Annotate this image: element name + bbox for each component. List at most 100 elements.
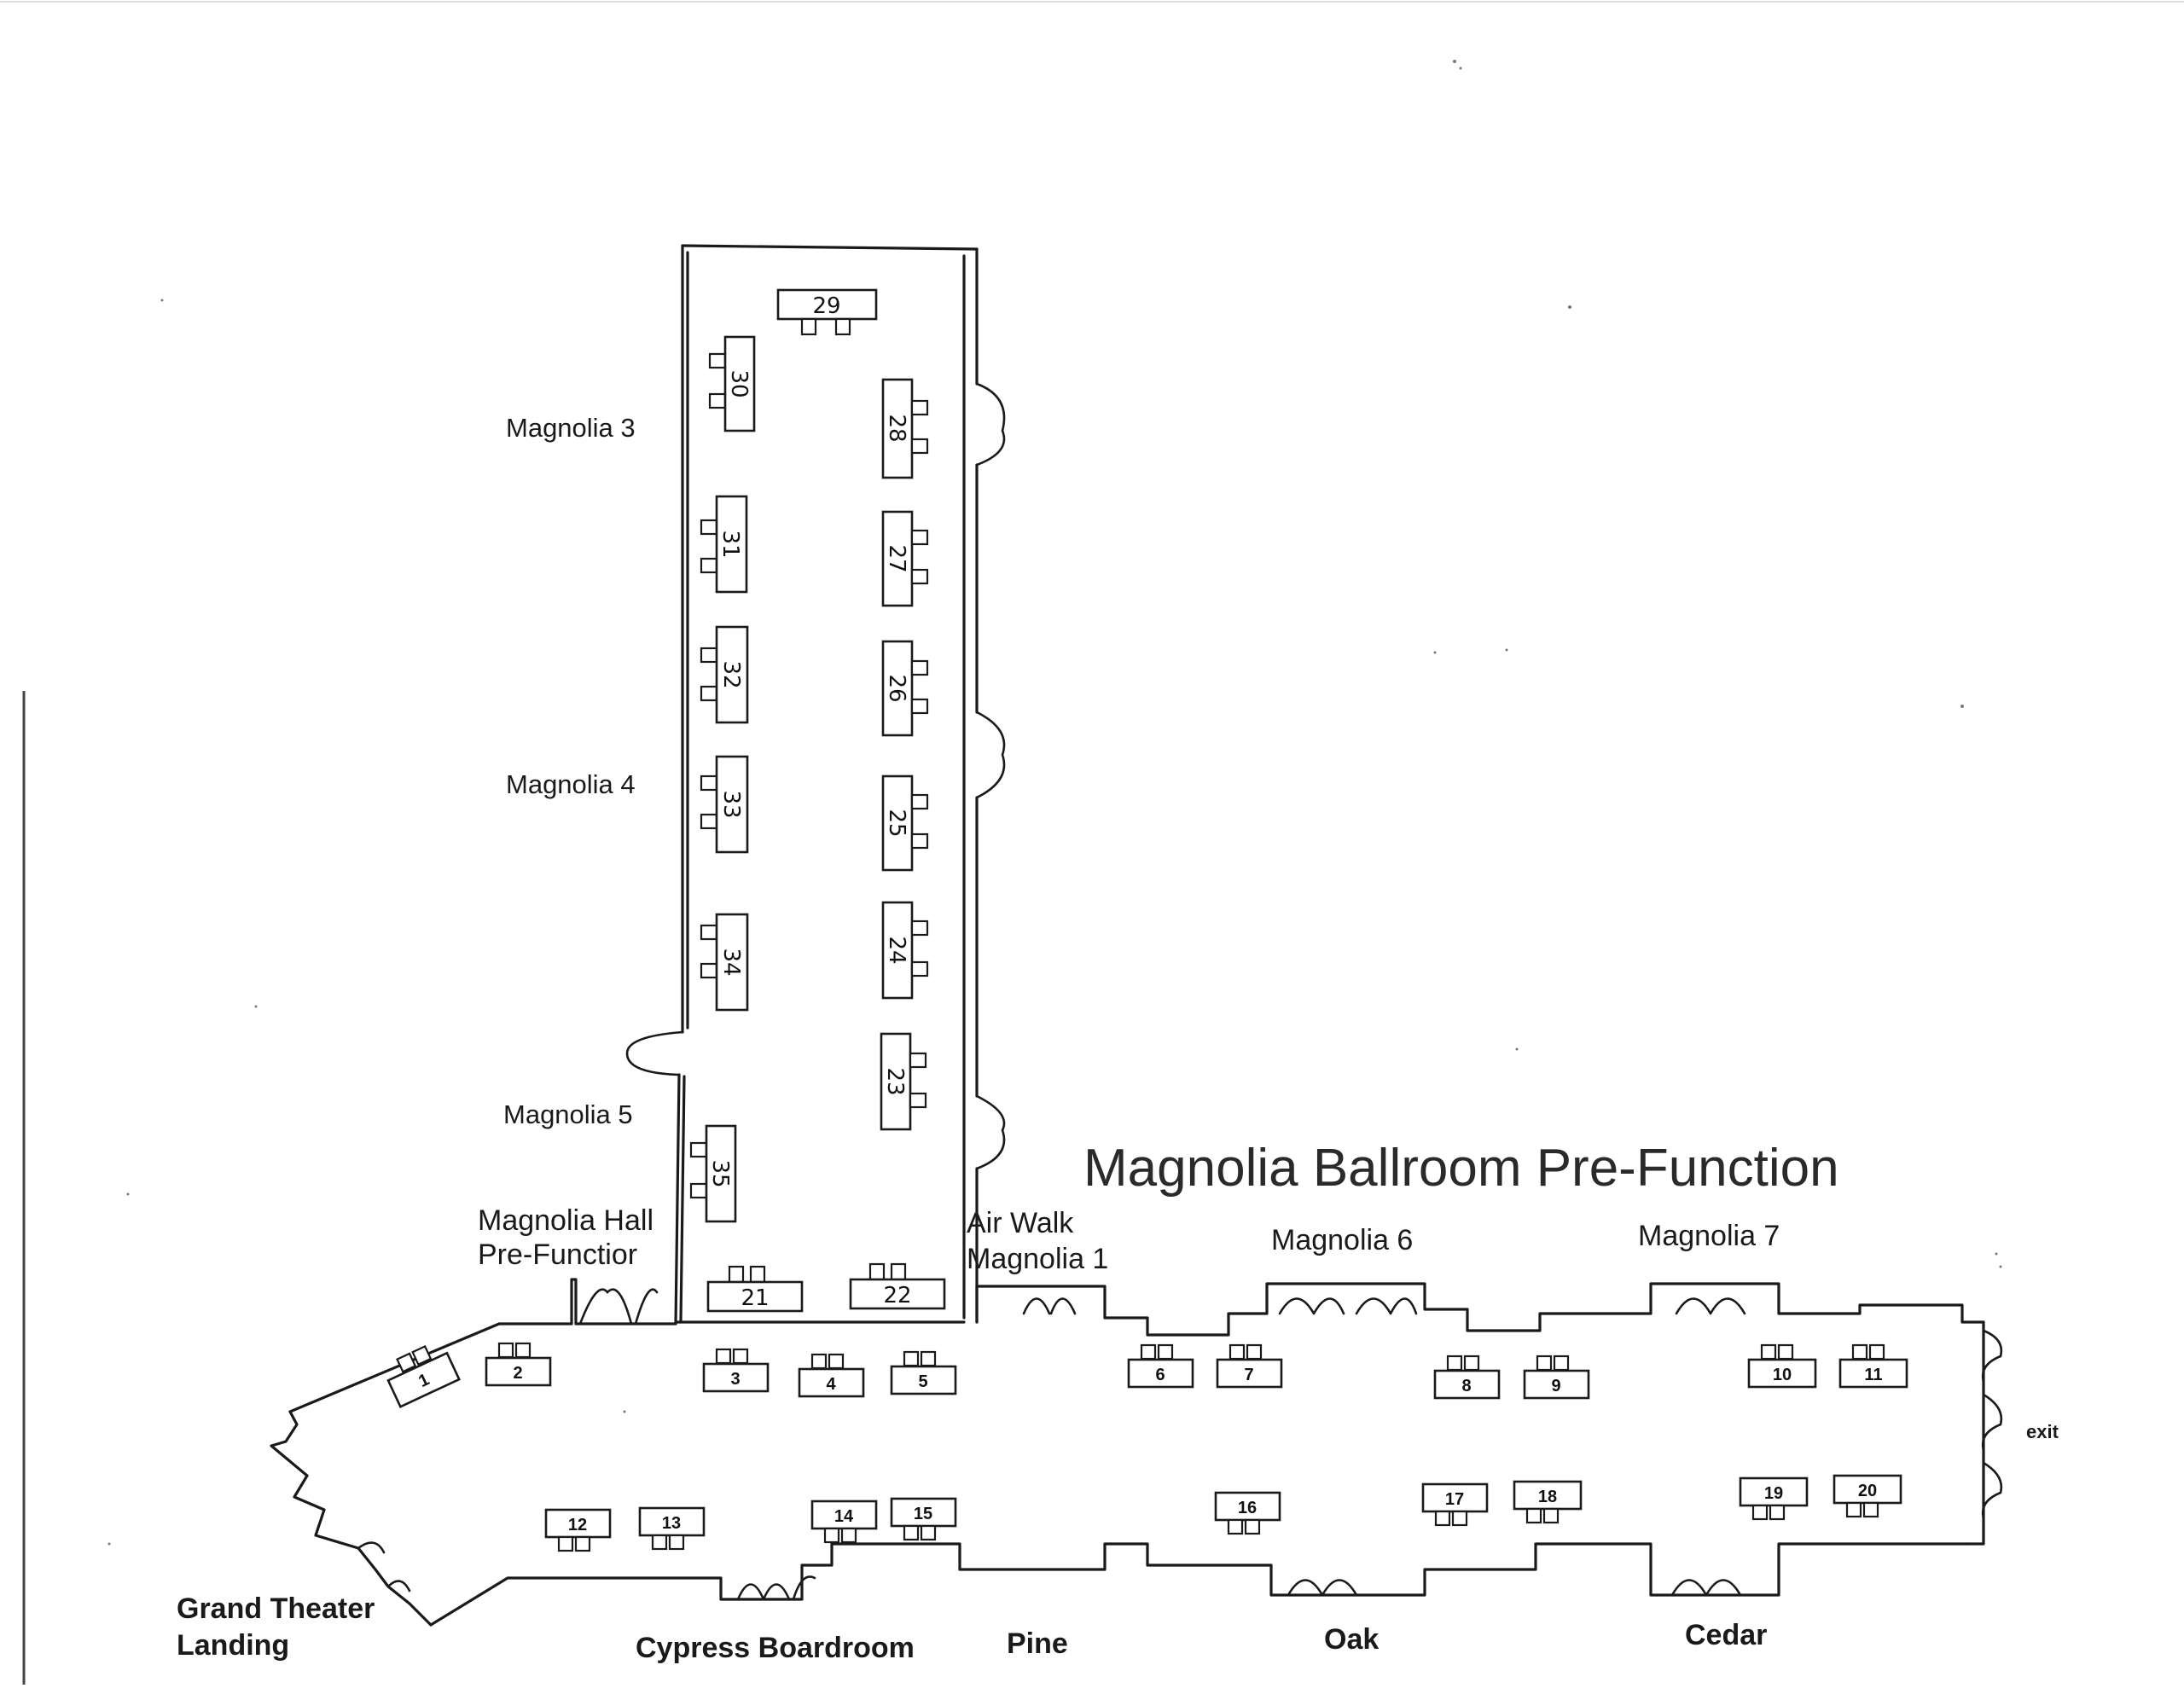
table-9: 9 — [1523, 1355, 1590, 1400]
table-28-number: 28 — [884, 414, 909, 442]
door-magnolia-hall — [578, 1288, 659, 1326]
table-15-number: 15 — [914, 1505, 932, 1523]
table-13: 13 — [638, 1506, 706, 1551]
table-30: 30 — [708, 335, 756, 432]
tables: 1 2 3 4 5 6 7 — [386, 288, 1908, 1552]
label-grand-theater-line2: Landing — [177, 1629, 289, 1662]
table-29-number: 29 — [812, 293, 840, 319]
table-19: 19 — [1739, 1476, 1809, 1521]
table-14: 14 — [810, 1500, 878, 1544]
table-34-number: 34 — [718, 948, 744, 976]
table-35-number: 35 — [707, 1159, 733, 1187]
table-20-number: 20 — [1858, 1482, 1877, 1500]
table-25: 25 — [881, 774, 929, 872]
corridor-top-wall — [288, 1278, 1985, 1413]
table-21: 21 — [706, 1265, 804, 1313]
door-exit-3 — [1981, 1461, 2003, 1520]
table-2-number: 2 — [513, 1364, 522, 1383]
vertical-hall-inner-left — [679, 251, 689, 1322]
table-7: 7 — [1216, 1343, 1283, 1389]
vertical-hall-wall-top — [681, 244, 979, 251]
table-27: 27 — [881, 510, 929, 607]
table-22: 22 — [849, 1262, 946, 1310]
table-22-number: 22 — [883, 1283, 911, 1308]
label-cypress-boardroom: Cypress Boardroom — [636, 1632, 915, 1664]
door-magnolia7 — [1675, 1297, 1746, 1315]
table-32-number: 32 — [718, 660, 744, 688]
table-9-number: 9 — [1551, 1377, 1560, 1395]
table-23: 23 — [880, 1032, 927, 1131]
table-31-number: 31 — [717, 530, 743, 558]
label-magnolia-hall-line1: Magnolia Hall — [478, 1204, 653, 1237]
table-23-number: 23 — [882, 1067, 908, 1095]
label-magnolia-hall-line2: Pre-Functior — [478, 1239, 637, 1271]
table-24-number: 24 — [884, 936, 909, 964]
label-exit: exit — [2026, 1421, 2059, 1442]
table-18-number: 18 — [1538, 1488, 1557, 1506]
door-magnolia6-a — [1278, 1297, 1345, 1315]
door-cypress-a — [736, 1583, 791, 1601]
table-33-number: 33 — [718, 790, 744, 818]
door-cedar — [1670, 1579, 1742, 1597]
table-17: 17 — [1421, 1482, 1489, 1527]
label-pine: Pine — [1007, 1627, 1068, 1660]
table-12: 12 — [544, 1508, 612, 1552]
door-cypress-b — [792, 1575, 816, 1601]
table-11-number: 11 — [1864, 1366, 1882, 1384]
table-4: 4 — [798, 1353, 865, 1398]
table-3-number: 3 — [730, 1370, 740, 1389]
doors — [357, 382, 2003, 1601]
vertical-hall-wall-left — [674, 244, 684, 1326]
table-29: 29 — [776, 288, 878, 336]
table-31: 31 — [700, 495, 748, 594]
table-10: 10 — [1747, 1343, 1817, 1389]
label-magnolia-5: Magnolia 5 — [503, 1099, 633, 1129]
table-6-number: 6 — [1155, 1366, 1165, 1384]
page-title: Magnolia Ballroom Pre-Function — [1083, 1139, 1839, 1198]
table-16-number: 16 — [1238, 1499, 1257, 1517]
corridor-bottom-wall — [429, 1542, 1968, 1627]
door-oak — [1287, 1579, 1358, 1597]
table-7-number: 7 — [1244, 1366, 1253, 1384]
table-12-number: 12 — [568, 1516, 587, 1534]
table-8: 8 — [1433, 1355, 1501, 1400]
table-14-number: 14 — [834, 1507, 854, 1526]
door-magnolia4 — [975, 711, 1006, 799]
table-2: 2 — [485, 1342, 552, 1387]
table-25-number: 25 — [884, 809, 909, 837]
door-magnolia5-right — [975, 1094, 1006, 1170]
label-magnolia-3: Magnolia 3 — [506, 413, 636, 443]
table-18: 18 — [1513, 1480, 1583, 1524]
table-35: 35 — [689, 1124, 737, 1223]
table-26: 26 — [881, 640, 929, 737]
label-magnolia-4: Magnolia 4 — [506, 769, 636, 799]
label-grand-theater-line1: Grand Theater — [177, 1592, 375, 1625]
table-26-number: 26 — [884, 674, 909, 702]
table-30-number: 30 — [726, 369, 752, 397]
table-8-number: 8 — [1461, 1377, 1471, 1395]
table-33: 33 — [700, 755, 749, 854]
table-19-number: 19 — [1764, 1484, 1783, 1503]
door-magnolia6-b — [1355, 1297, 1418, 1315]
label-magnolia-1: Magnolia 1 — [967, 1243, 1108, 1275]
table-16: 16 — [1214, 1491, 1281, 1535]
label-magnolia-7: Magnolia 7 — [1638, 1220, 1780, 1252]
walls — [270, 244, 1985, 1627]
table-34: 34 — [700, 913, 749, 1012]
table-6: 6 — [1127, 1343, 1194, 1389]
table-24: 24 — [881, 901, 929, 1000]
door-magnolia5-left — [625, 1030, 684, 1076]
door-air-walk — [1022, 1297, 1077, 1315]
table-20: 20 — [1833, 1474, 1902, 1518]
table-1: 1 — [386, 1344, 461, 1408]
label-oak: Oak — [1324, 1623, 1379, 1656]
table-13-number: 13 — [662, 1514, 681, 1533]
table-5: 5 — [890, 1350, 957, 1395]
label-cedar: Cedar — [1685, 1619, 1767, 1651]
label-air-walk: Air Walk — [967, 1207, 1074, 1239]
table-28: 28 — [881, 378, 929, 479]
table-27-number: 27 — [884, 544, 909, 572]
table-4-number: 4 — [826, 1375, 836, 1394]
